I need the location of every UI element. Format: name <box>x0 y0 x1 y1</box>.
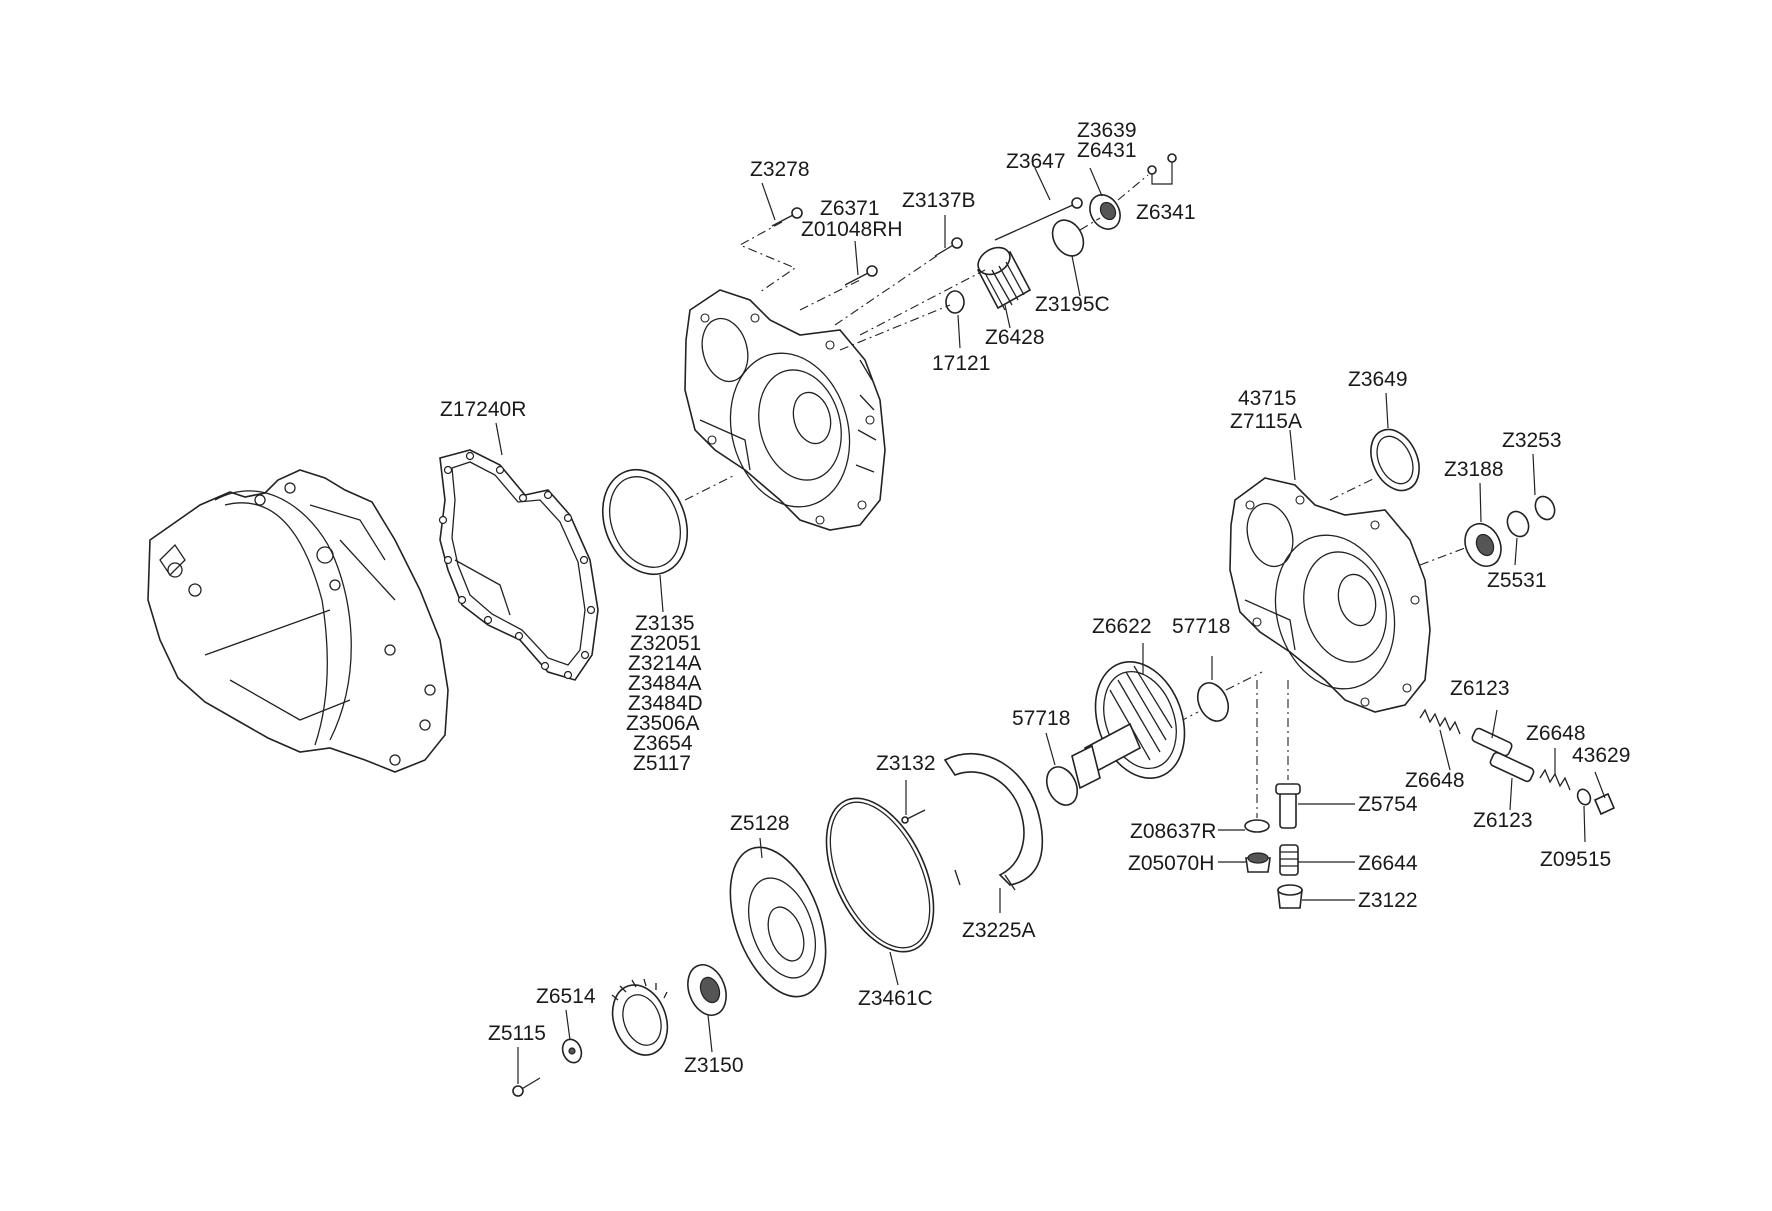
right-housing-cover <box>1229 477 1431 713</box>
label-z09515: Z09515 <box>1540 848 1611 871</box>
label-z3506a: Z3506A <box>626 712 700 735</box>
rod-z3647 <box>994 197 1083 241</box>
label-z6648-a: Z6648 <box>1526 722 1586 745</box>
label-17121: 17121 <box>932 352 990 375</box>
label-z3647: Z3647 <box>1006 150 1066 173</box>
oring-17121 <box>945 290 965 314</box>
bolt-z3137b <box>934 237 963 257</box>
bearing-z3188 <box>1464 523 1502 567</box>
label-z6341: Z6341 <box>1136 201 1196 224</box>
oring-z3195c <box>1051 219 1085 257</box>
leader-lines <box>495 162 1606 1084</box>
label-z01048rh: Z01048RH <box>801 218 903 241</box>
label-z3137b: Z3137B <box>902 189 976 212</box>
bearing-z3150 <box>687 964 727 1016</box>
label-z6514: Z6514 <box>536 985 596 1008</box>
label-z3132: Z3132 <box>876 752 936 775</box>
label-z3214a: Z3214A <box>628 652 702 675</box>
label-z6648-b: Z6648 <box>1405 769 1465 792</box>
assembly-lines-upper <box>684 174 1149 501</box>
label-z3639: Z3639 <box>1077 119 1137 142</box>
label-z3195c: Z3195C <box>1035 293 1110 316</box>
label-57718-b: 57718 <box>1012 707 1070 730</box>
spring-z6644 <box>1279 844 1299 876</box>
label-z3649: Z3649 <box>1348 368 1408 391</box>
valve-z6123-lower <box>1489 751 1535 783</box>
label-z5117: Z5117 <box>633 752 691 775</box>
washer-z5531 <box>1506 510 1530 538</box>
label-z3278: Z3278 <box>750 158 810 181</box>
washer-z08637r <box>1244 819 1270 833</box>
label-z6644: Z6644 <box>1358 852 1418 875</box>
label-z08637r: Z08637R <box>1130 820 1216 843</box>
label-z3225a: Z3225A <box>962 919 1036 942</box>
label-z6123-b: Z6123 <box>1473 809 1533 832</box>
oring-57718-lower <box>1045 766 1079 806</box>
bolt-z3278 <box>771 207 803 227</box>
oring-z3461c <box>825 797 935 953</box>
label-z6123-a: Z6123 <box>1450 677 1510 700</box>
label-z3253: Z3253 <box>1502 429 1562 452</box>
oil-pump-z6622 <box>1071 661 1186 790</box>
label-z3654: Z3654 <box>633 732 693 755</box>
seal-ring-z3135 <box>601 468 689 576</box>
bolt-z6371 <box>844 265 878 286</box>
label-z17240r: Z17240R <box>440 398 526 421</box>
gear-z6514 <box>611 978 669 1056</box>
label-43715: 43715 <box>1238 387 1296 410</box>
upper-housing-cover <box>684 289 886 531</box>
label-z3122: Z3122 <box>1358 889 1418 912</box>
washer-z6514 <box>561 1038 583 1064</box>
brake-band-z3225a <box>943 752 1044 891</box>
label-z3484a: Z3484A <box>628 672 702 695</box>
bolt-z5115 <box>512 1077 541 1097</box>
label-z3150: Z3150 <box>684 1054 744 1077</box>
label-z5128: Z5128 <box>730 812 790 835</box>
valve-z6123-upper <box>1471 727 1513 757</box>
label-list-z3135: Z3135 Z32051 Z3214A Z3484A Z3484D Z3506A… <box>626 612 703 775</box>
part-labels: Z3278 Z6371 Z01048RH Z3137B Z3647 Z3639 … <box>440 119 1630 1077</box>
label-z3135: Z3135 <box>635 612 695 635</box>
label-z6622: Z6622 <box>1092 615 1152 638</box>
oring-57718-upper <box>1196 682 1230 722</box>
label-z05070h: Z05070H <box>1128 852 1214 875</box>
label-z7115a: Z7115A <box>1230 410 1302 433</box>
label-z6371: Z6371 <box>820 197 880 220</box>
label-z5531: Z5531 <box>1487 569 1547 592</box>
label-z32051: Z32051 <box>630 632 701 655</box>
label-z6428: Z6428 <box>985 326 1045 349</box>
pin-z3132 <box>901 809 926 824</box>
seal-z3649 <box>1370 428 1420 492</box>
plug-z3639 <box>1089 194 1121 230</box>
snap-ring-z3253 <box>1534 495 1556 521</box>
label-z5754: Z5754 <box>1358 793 1418 816</box>
label-z3484d: Z3484D <box>628 692 703 715</box>
valve-z5754 <box>1275 783 1301 829</box>
label-z3188: Z3188 <box>1444 458 1504 481</box>
label-43629: 43629 <box>1572 744 1630 767</box>
gasket-z17240r <box>438 449 599 681</box>
pump-cover-z5128 <box>729 846 827 998</box>
label-z6431: Z6431 <box>1077 139 1137 162</box>
label-57718-a: 57718 <box>1172 615 1230 638</box>
label-z5115: Z5115 <box>488 1022 546 1045</box>
washer-z09515 <box>1576 788 1592 806</box>
transmission-housing <box>147 469 449 773</box>
label-z3461c: Z3461C <box>858 987 933 1010</box>
cap-z3122 <box>1277 884 1303 909</box>
filter-z6428 <box>976 246 1032 311</box>
plug-z05070h <box>1245 852 1271 873</box>
spring-z6648-upper <box>1419 708 1461 735</box>
